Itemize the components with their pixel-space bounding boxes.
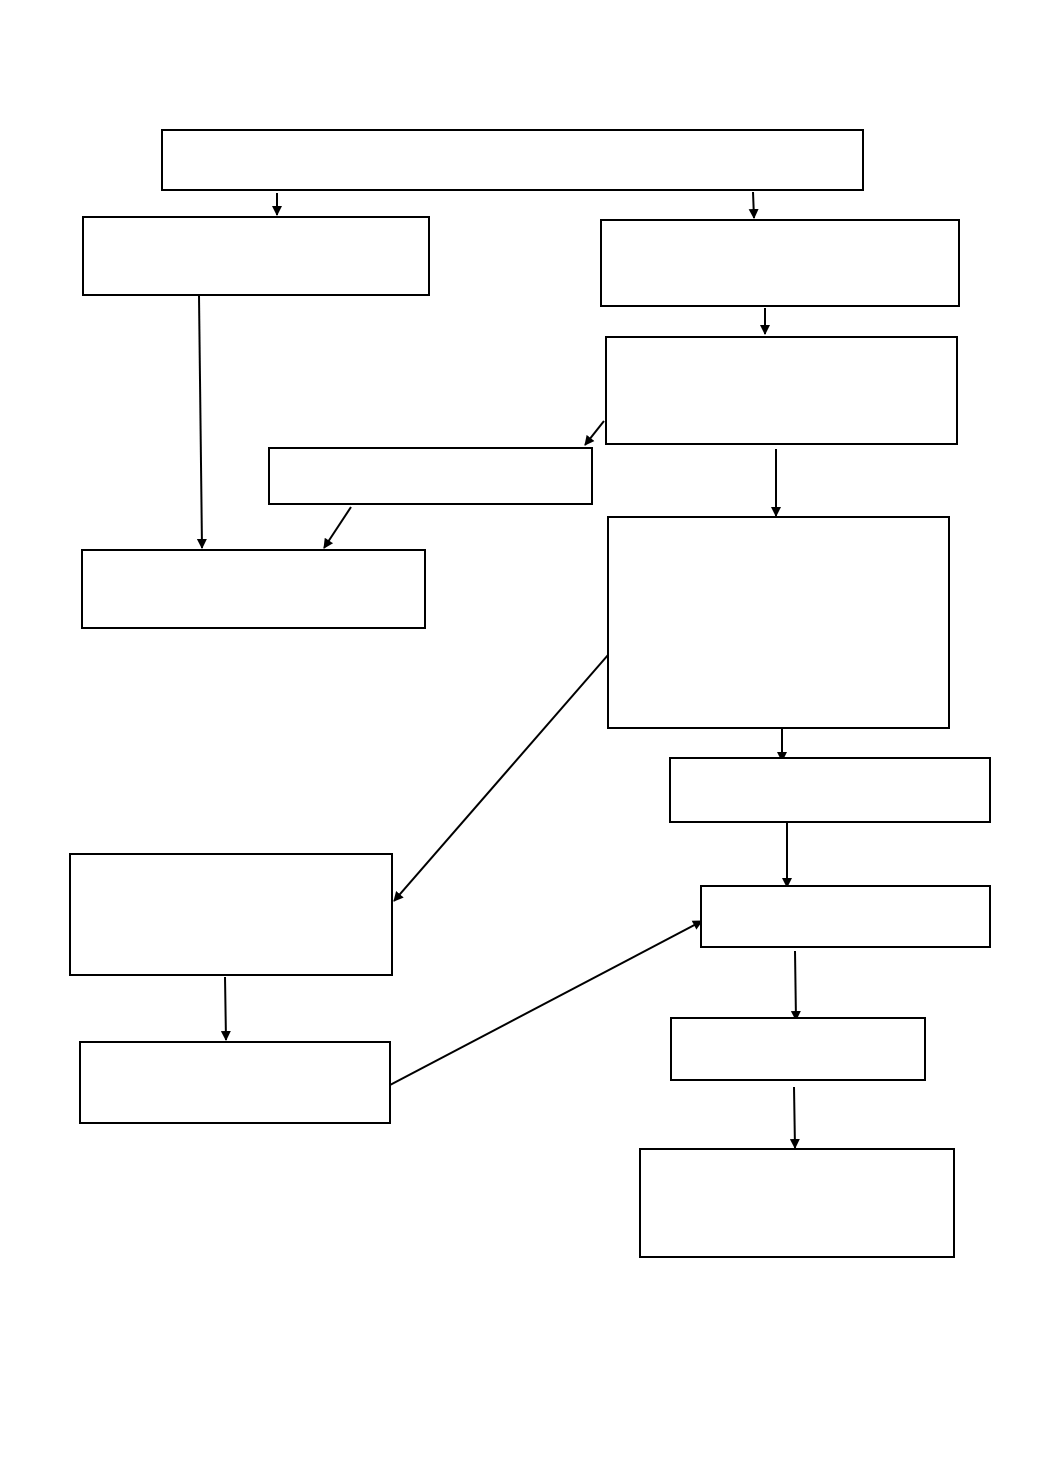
flowchart-node-13 (639, 1148, 955, 1258)
arrow-n12-to-n13 (789, 1086, 800, 1149)
arrow-n7-to-n8 (393, 654, 609, 902)
flowchart-node-3 (600, 219, 960, 307)
flowchart-node-5 (268, 447, 593, 505)
flowchart-node-1 (161, 129, 864, 191)
arrow-n5-to-n6 (323, 506, 352, 549)
flowchart-node-9 (69, 853, 393, 976)
arrow-n11-to-n12 (790, 950, 801, 1021)
flowchart-node-6 (81, 549, 426, 629)
flowchart-node-4 (605, 336, 958, 445)
arrow-n8-to-n9 (220, 976, 231, 1041)
arrow-n2-to-n6 (196, 295, 207, 549)
flowchart-node-8 (669, 757, 991, 823)
arrow-n1-to-n3 (748, 191, 759, 219)
flowchart-node-12 (670, 1017, 926, 1081)
flowchart-node-11 (79, 1041, 391, 1124)
arrow-n4-to-n5 (584, 420, 605, 446)
flowchart-node-2 (82, 216, 430, 296)
flowchart-node-10 (700, 885, 991, 948)
arrow-n9-to-n11 (389, 920, 703, 1086)
flowchart-node-7 (607, 516, 950, 729)
